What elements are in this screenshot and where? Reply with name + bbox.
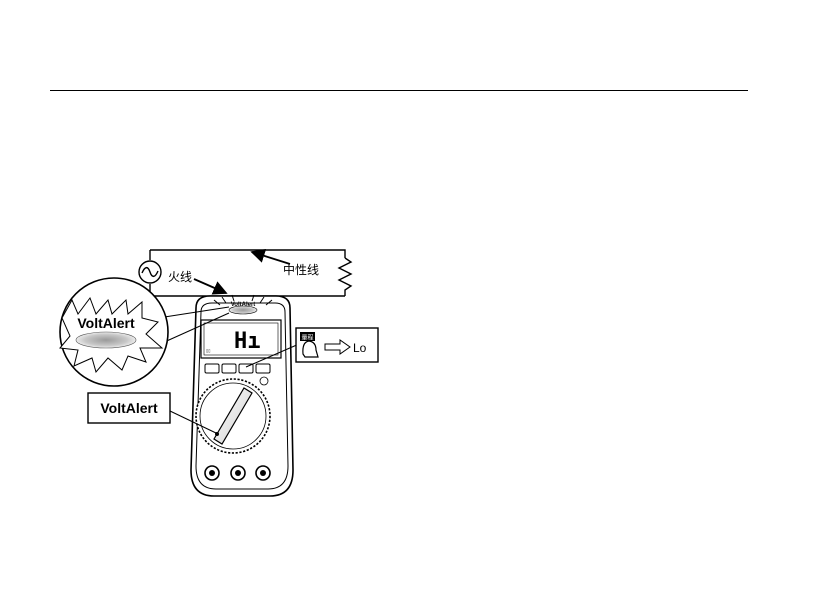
meter-button-1[interactable] (205, 364, 219, 373)
voltalert-callout-text: VoltAlert (100, 400, 158, 416)
neutral-wire (150, 250, 345, 258)
range-key-label: 量程 (301, 334, 313, 342)
load-resistor-icon (339, 258, 351, 296)
display-indicator: ▯▯ (206, 348, 210, 353)
result-label: Lo (353, 341, 367, 355)
live-wire (150, 284, 345, 296)
live-arrow-icon (194, 279, 226, 293)
meter-brand-text: VoltAlert (231, 302, 256, 308)
ac-source-icon (139, 261, 161, 283)
display-reading: Hı (234, 329, 261, 354)
backlight-icon (260, 377, 268, 385)
meter-button-2[interactable] (222, 364, 236, 373)
multimeter: VoltAlert Hı ▯▯ (191, 295, 293, 496)
zoom-voltalert-text: VoltAlert (77, 315, 135, 331)
circuit: 火线 中性线 (139, 250, 351, 296)
neutral-arrow-icon (252, 252, 290, 264)
meter-button-4[interactable] (256, 364, 270, 373)
rotary-dial[interactable] (196, 379, 270, 453)
input-jacks (205, 466, 270, 480)
glow-lens (76, 332, 136, 348)
live-label: 火线 (168, 270, 192, 284)
